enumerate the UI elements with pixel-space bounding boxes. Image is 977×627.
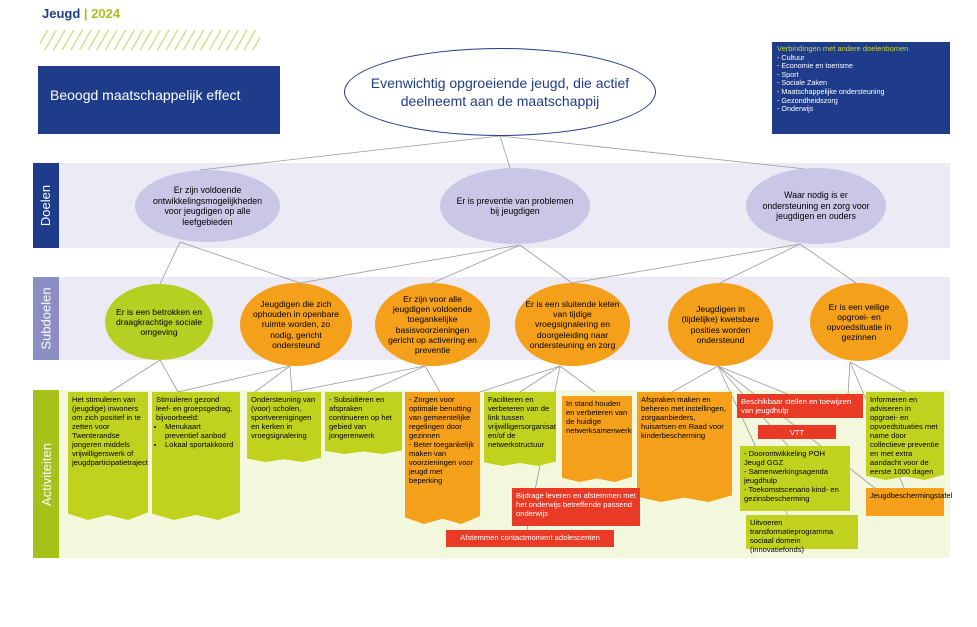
subgoal-vulnerable-youth: Jeugdigen in (tijdelijke) kwetsbare posi… bbox=[668, 283, 773, 366]
connection-item: Sport bbox=[777, 70, 945, 80]
activity-list-item: - Zorgen voor optimale benutting van gem… bbox=[409, 395, 472, 440]
subgoal-public-space: Jeugdigen die zich ophouden in openbare … bbox=[240, 283, 352, 366]
activity-development: - Doorontwikkeling POH Jeugd GGZ - Samen… bbox=[740, 446, 850, 511]
activity-development-list: - Doorontwikkeling POH Jeugd GGZ - Samen… bbox=[744, 449, 846, 503]
row-label-subgoals: Subdoelen bbox=[33, 277, 59, 360]
activity-agreements: Afspraken maken en beheren met instellin… bbox=[637, 392, 732, 502]
goal-support: Waar nodig is er ondersteuning en zorg v… bbox=[746, 168, 886, 244]
activity-youth-work: - Subsidiëren en afspraken continueren o… bbox=[325, 392, 402, 454]
connection-item: Maatschappelijke ondersteuning bbox=[777, 87, 945, 97]
row-label-subgoals-text: Subdoelen bbox=[38, 287, 54, 350]
brand-year: 2024 bbox=[91, 6, 121, 21]
activity-child-protection-table: Jeugdbeschermingstafel bbox=[866, 488, 952, 516]
activity-adolescents: Afstemmen contactmoment adolescenten bbox=[446, 530, 614, 547]
connections-box: Verbindingen met andere doelenbomen Cult… bbox=[772, 42, 950, 134]
connection-item: Gezondheidszorg bbox=[777, 96, 945, 106]
activity-list-item: - Doorontwikkeling POH Jeugd GGZ bbox=[744, 449, 826, 467]
activity-facilities-list: - Zorgen voor optimale benutting van gem… bbox=[409, 395, 476, 485]
subgoal-basic-facilities: Er zijn voor alle jeugdigen voldoende to… bbox=[375, 283, 490, 366]
activity-list-item: - Toekomstscenario kind- en gezinsbesche… bbox=[744, 485, 839, 503]
connection-item: Cultuur bbox=[777, 53, 945, 63]
activity-list-item: Lokaal sportakkoord bbox=[165, 440, 236, 449]
subgoal-social-environment: Er is een betrokken en draagkrachtige so… bbox=[105, 284, 213, 360]
activity-list-item-text: Zorgen voor optimale benutting van gemee… bbox=[409, 395, 472, 440]
activity-youth-care: Beschikbaar stellen en toewijzen van jeu… bbox=[737, 394, 863, 418]
row-label-goals: Doelen bbox=[33, 163, 59, 248]
row-label-activities-text: Activiteiten bbox=[38, 442, 54, 506]
connections-title: Verbindingen met andere doelenbomen bbox=[777, 44, 909, 53]
activity-network-collab: In stand houden en verbeteren van de hui… bbox=[562, 396, 632, 482]
activity-list-item: - Beter toegankelijk maken van voorzieni… bbox=[409, 440, 475, 485]
activity-informing: Informeren en adviseren in opgroei- en o… bbox=[866, 392, 944, 480]
activity-list-item-text: Toekomstscenario kind- en gezinsbescherm… bbox=[744, 485, 839, 503]
connection-item: Onderwijs bbox=[777, 105, 945, 114]
activity-list-item: Menukaart preventief aanbod bbox=[165, 422, 236, 440]
brand-separator: | bbox=[83, 6, 88, 21]
main-goal-ellipse: Evenwichtig opgroeiende jeugd, die actie… bbox=[344, 48, 656, 136]
activity-vtt: VTT bbox=[758, 425, 836, 439]
row-label-goals-text: Doelen bbox=[38, 184, 54, 227]
activity-youth-work-label: Subsidiëren en afspraken continueren op … bbox=[329, 395, 392, 440]
activity-list-item-text: Beter toegankelijk maken van voorziening… bbox=[409, 440, 475, 485]
activity-school-support: Ondersteuning van (voor) scholen, sportv… bbox=[247, 392, 321, 462]
activity-network-link: Faciliteren en verbeteren van de link tu… bbox=[484, 392, 556, 466]
brand-name: Jeugd bbox=[42, 6, 81, 21]
activity-list-item-text: Samenwerkingsagenda jeugdhulp bbox=[744, 467, 829, 485]
brand-header: Jeugd | 2024 bbox=[42, 6, 120, 21]
activity-transformation: Uitvoeren transformatieprogramma sociaal… bbox=[746, 515, 858, 554]
subgoal-safe-family: Er is een veilige opgroei- en opvoedsitu… bbox=[810, 283, 908, 361]
activity-list-item: - Samenwerkingsagenda jeugdhulp bbox=[744, 467, 829, 485]
connection-item: Economie en toerisme bbox=[777, 62, 945, 71]
row-label-activities: Activiteiten bbox=[33, 390, 59, 558]
activity-healthy-lifestyle-list: Menukaart preventief aanbod Lokaal sport… bbox=[156, 422, 236, 449]
decorative-hatch bbox=[40, 30, 260, 50]
activity-education: Bijdrage leveren en afstemmen met het on… bbox=[512, 488, 640, 526]
activity-youth-work-text: - Subsidiëren en afspraken continueren o… bbox=[329, 395, 392, 440]
subgoal-early-signalling: Er is een sluitende keten van tijdige vr… bbox=[515, 283, 630, 366]
effect-label-box: Beoogd maatschappelijk effect bbox=[38, 66, 280, 134]
activity-list-item-text: Doorontwikkeling POH Jeugd GGZ bbox=[744, 449, 826, 467]
connection-item: Sociale Zaken bbox=[777, 79, 945, 88]
connections-list: Cultuur Economie en toerisme Sport Socia… bbox=[777, 53, 945, 114]
activity-volunteers: Het stimuleren van (jeugdige) inwoners o… bbox=[68, 392, 148, 520]
activity-healthy-lifestyle: Stimuleren gezond leef- en groepsgedrag,… bbox=[152, 392, 240, 520]
goal-development: Er zijn voldoende ontwikkelingsmogelijkh… bbox=[135, 170, 280, 242]
activity-healthy-lifestyle-intro: Stimuleren gezond leef- en groepsgedrag,… bbox=[156, 395, 233, 422]
activity-facilities: - Zorgen voor optimale benutting van gem… bbox=[405, 392, 480, 524]
goal-prevention: Er is preventie van problemen bij jeugdi… bbox=[440, 168, 590, 244]
